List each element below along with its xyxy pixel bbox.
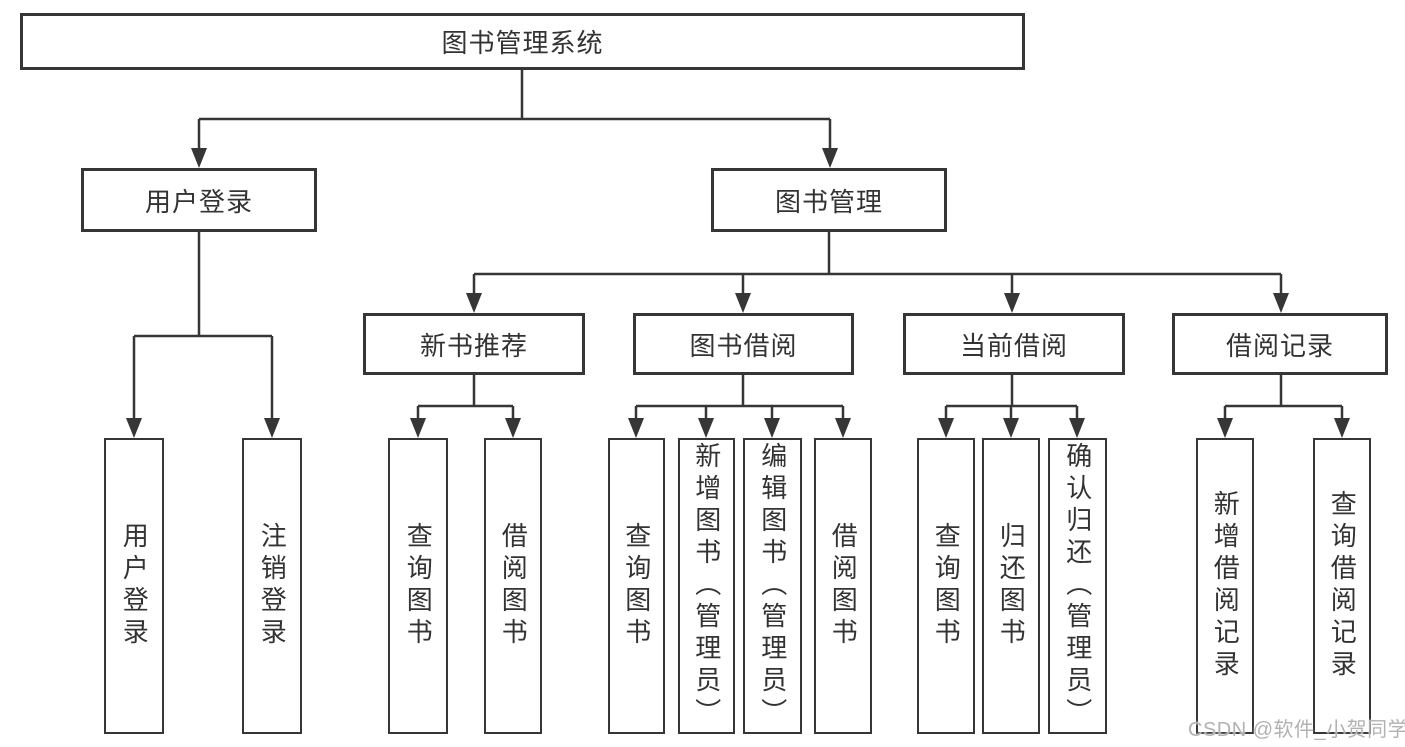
node-label: 当前借阅 <box>959 330 1068 361</box>
leaf-label: 归还图书 <box>996 522 1027 650</box>
leaf-confirm-return-admin: 确认归还（管理员） <box>1048 438 1107 734</box>
leaf-return-books: 归还图书 <box>982 438 1040 734</box>
node-current-borrowing: 当前借阅 <box>903 313 1125 375</box>
leaf-query-books-borrowing: 查询图书 <box>608 438 665 734</box>
leaf-add-borrow-record: 新增借阅记录 <box>1196 438 1254 734</box>
leaf-query-books-current: 查询图书 <box>917 438 975 734</box>
leaf-label: 新增借阅记录 <box>1210 490 1241 682</box>
leaf-edit-books-admin: 编辑图书（管理员） <box>743 438 802 734</box>
node-borrowing-records: 借阅记录 <box>1172 313 1388 375</box>
leaf-logout: 注销登录 <box>242 438 302 734</box>
leaf-label: 新增图书（管理员） <box>691 442 722 730</box>
node-label: 借阅记录 <box>1225 330 1334 361</box>
leaf-add-books-admin: 新增图书（管理员） <box>678 438 735 734</box>
leaf-query-borrow-record: 查询借阅记录 <box>1313 438 1371 734</box>
leaf-label: 用户登录 <box>119 522 150 650</box>
watermark-text: CSDN @软件_小贺同学 <box>1188 719 1405 741</box>
leaf-user-login: 用户登录 <box>104 438 164 734</box>
leaf-label: 注销登录 <box>257 522 288 650</box>
node-label: 图书管理 <box>774 186 883 217</box>
leaf-borrow-books-borrowing: 借阅图书 <box>814 438 872 734</box>
leaf-borrow-books-recommend: 借阅图书 <box>484 438 542 734</box>
node-label: 图书管理系统 <box>441 28 604 58</box>
leaf-label: 编辑图书（管理员） <box>757 442 788 730</box>
leaf-label: 查询图书 <box>403 522 434 650</box>
leaf-label: 查询图书 <box>621 522 652 650</box>
leaf-label: 确认归还（管理员） <box>1062 442 1093 730</box>
leaf-label: 借阅图书 <box>498 522 529 650</box>
leaf-label: 查询借阅记录 <box>1327 490 1358 682</box>
leaf-label: 查询图书 <box>931 522 962 650</box>
node-book-management: 图书管理 <box>711 168 947 232</box>
node-label: 用户登录 <box>144 186 253 217</box>
node-new-book-recommendation: 新书推荐 <box>363 313 585 375</box>
connector-lines <box>132 70 1344 422</box>
arrowheads <box>126 148 1350 438</box>
leaf-query-books-recommend: 查询图书 <box>388 438 448 734</box>
node-book-borrowing: 图书借阅 <box>633 313 854 375</box>
leaf-label: 借阅图书 <box>828 522 859 650</box>
node-label: 新书推荐 <box>419 330 528 361</box>
node-user-login: 用户登录 <box>81 168 317 232</box>
node-label: 图书借阅 <box>689 330 798 361</box>
node-library-management-system: 图书管理系统 <box>20 13 1025 70</box>
